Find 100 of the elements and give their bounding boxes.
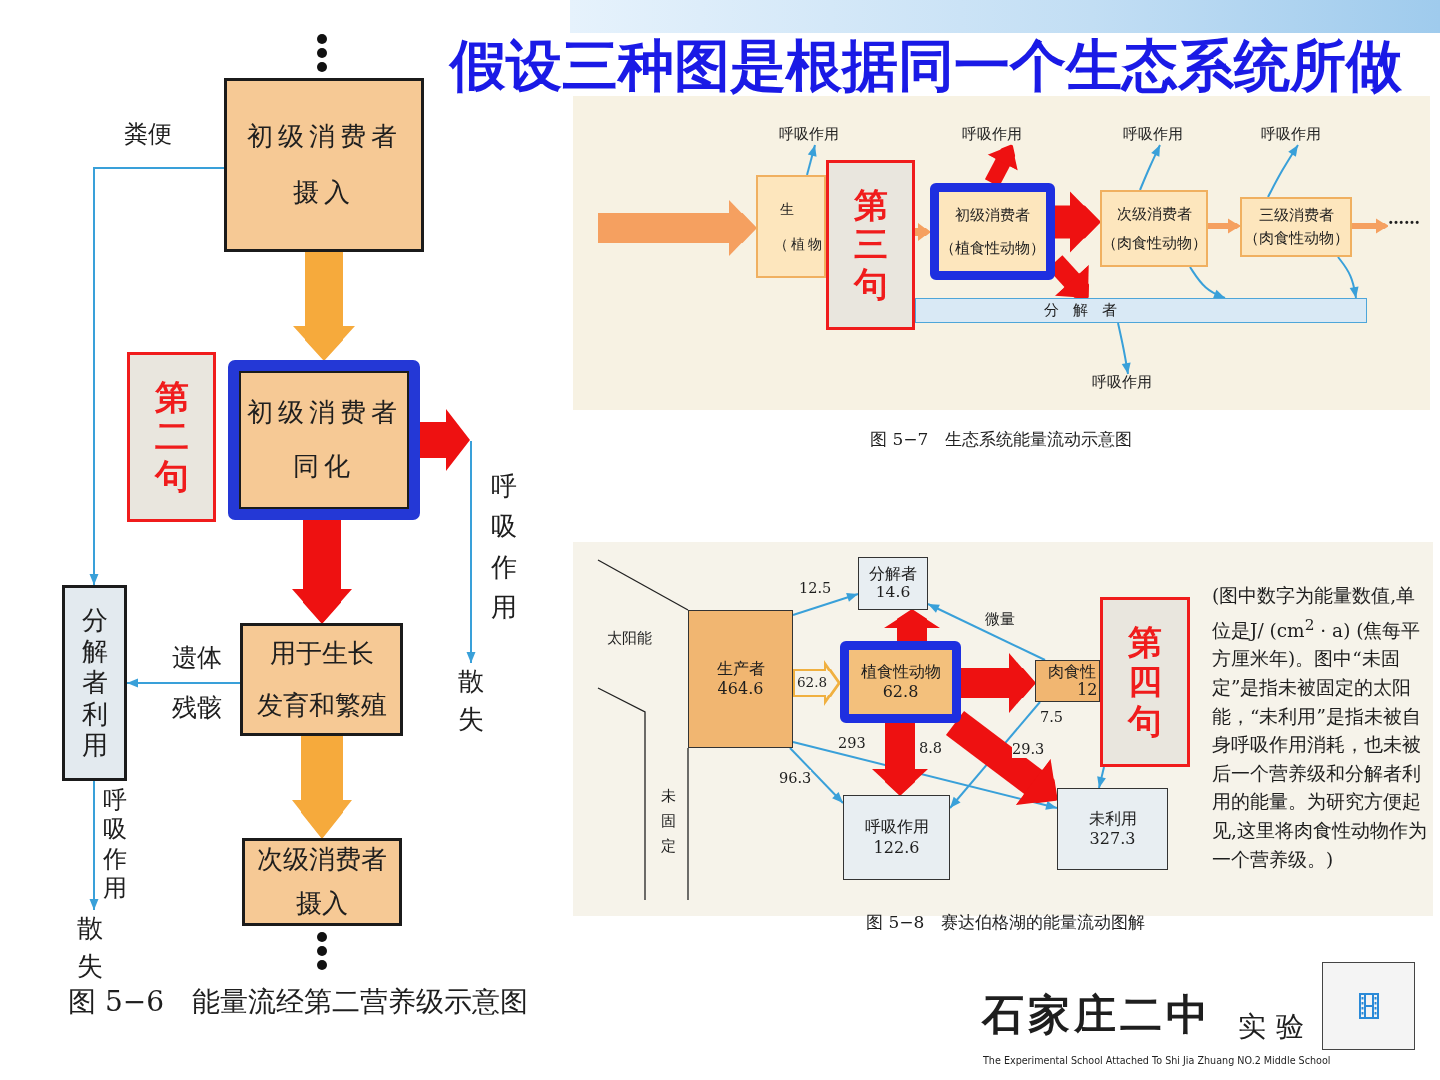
node-subtitle: （植物 [774, 235, 825, 252]
arrow [1337, 256, 1359, 299]
flow-arrow [915, 223, 930, 241]
node-title: 初级消费者 [246, 122, 402, 152]
process-box [224, 78, 424, 252]
annotation-box [826, 160, 915, 330]
energy-value: 14.6 [875, 583, 911, 602]
flow-arrow [884, 610, 940, 641]
school-name: 石家庄二中 [982, 990, 1212, 1041]
arrow [806, 144, 817, 176]
annotation-text: 第四句 [1128, 623, 1162, 741]
unfixed-energy-label: 未固定 [661, 786, 676, 857]
node-title: 呼吸作用 [864, 818, 929, 837]
node-subtitle: 同化 [293, 452, 355, 482]
node-title: 未利用 [1088, 809, 1137, 828]
respiration-label: 呼吸作用 [1123, 126, 1191, 145]
node-title: 三级消费者 [1258, 207, 1334, 224]
school-name: 实验 [1238, 1010, 1314, 1044]
ellipsis-text: …… [1388, 210, 1430, 230]
dissipation-label: 散失 [77, 910, 103, 986]
energy-value: 62.8 [882, 683, 919, 702]
flow-arrow [598, 200, 756, 256]
node-title: 分解者 [869, 565, 917, 584]
node-subtitle: 摄入 [293, 178, 355, 208]
arrow [789, 747, 844, 804]
flow-arrow [961, 653, 1035, 713]
node-title: 用于生长 [269, 638, 374, 669]
arrow [1097, 766, 1106, 789]
node-title: 肉食性 [1048, 662, 1096, 681]
node-subtitle: （肉食性动物） [1243, 230, 1349, 247]
edge-label: 遗体残骸 [172, 642, 222, 724]
node-subtitle: （植食性动物） [940, 239, 1045, 257]
edge-label: 粪便 [124, 121, 172, 149]
respiration-label: 呼吸作用 [1092, 374, 1160, 393]
annotation-text: 第二句 [154, 378, 189, 496]
energy-sink-box [843, 795, 950, 880]
node-subtitle: 摄入 [296, 889, 348, 919]
node-title: 植食性动物 [860, 662, 941, 681]
arrow [1267, 144, 1299, 198]
school-name-english: The Experimental School Attached To Shi Jia Zhuang NO.2 Middle School [983, 1055, 1331, 1067]
flow-arrow [872, 723, 928, 795]
note-text: (图中数字为能量数值,单位是J/ (cm$^{2}$ · a) (焦每平方厘米年)。图中“未固定”是指未被固定的太阳能，“未利用”是指未被自身呼吸作用消耗，也未被后一个营养级和分解者利用的能量。为研究方便起见,这里将肉食性动物作为一个营养级。) [1212, 584, 1428, 872]
arrow [89, 780, 99, 911]
edge-label: 29.3 [1012, 741, 1045, 758]
dissipation-label: 散失 [458, 663, 484, 739]
trophic-level-box [1035, 660, 1100, 702]
energy-value: 122.6 [873, 838, 920, 857]
arrow [466, 440, 476, 664]
arrow [1189, 266, 1226, 299]
highlighted-trophic-level-box [930, 183, 1055, 280]
figure-caption: 图 5−6 能量流经第二营养级示意图 [68, 985, 528, 1019]
flow-arrow [1055, 191, 1100, 253]
trophic-level-box [756, 175, 826, 278]
figure-caption: 图 5−7 生态系统能量流动示意图 [870, 429, 1133, 450]
node-title: 初级消费者 [955, 206, 1030, 224]
respiration-label: 呼吸作用 [1261, 126, 1329, 145]
highlighted-process-box [228, 360, 420, 520]
edge-label: 62.8 [797, 675, 828, 691]
highlighted-trophic-level-box [840, 641, 961, 723]
energy-value: 327.3 [1089, 830, 1136, 849]
decomposer-box [62, 585, 127, 781]
decomposer-band [915, 298, 1367, 323]
process-box [242, 838, 402, 926]
decomposer-label: 分解者利用 [81, 605, 108, 761]
energy-value: 464.6 [717, 680, 764, 699]
node-title: 次级消费者 [257, 845, 387, 875]
trophic-level-box [1240, 197, 1352, 257]
respiration-label: 呼吸作用 [779, 126, 847, 145]
annotation-text: 第三句 [853, 186, 888, 304]
energy-sink-box [1057, 788, 1168, 870]
flow-arrow [293, 252, 355, 360]
trophic-level-box [688, 610, 793, 748]
respiration-label: 呼吸作用 [962, 126, 1030, 145]
trophic-level-box [1100, 190, 1208, 267]
node-title: 生 [780, 201, 794, 218]
arrow [792, 593, 859, 616]
arrow [89, 167, 225, 586]
arrow [126, 678, 241, 688]
flow-arrow [1352, 218, 1388, 234]
flow-arrow [292, 736, 352, 838]
flow-arrow [292, 520, 352, 623]
flow-arrow [1208, 218, 1240, 234]
energy-sink-box [858, 557, 928, 610]
annotation-box [1100, 597, 1190, 767]
arrow [1117, 322, 1131, 375]
node-subtitle: （肉食性动物） [1101, 234, 1207, 252]
figure-caption: 图 5−8 赛达伯格湖的能量流动图解 [866, 912, 1146, 933]
annotation-box [127, 352, 216, 522]
edge-label: 微量 [985, 611, 1015, 629]
energy-source-label: 太阳能 [607, 629, 652, 647]
node-title: 生产者 [716, 659, 765, 678]
node-title: 次级消费者 [1116, 205, 1192, 223]
arrow [927, 603, 1046, 661]
slide-title: 假设三种图是根据同一个生态系统所做 [450, 35, 1402, 97]
node-title: 初级消费者 [246, 398, 402, 428]
energy-value: 12 [1077, 681, 1098, 700]
arrow [1139, 144, 1161, 191]
process-box [240, 623, 403, 736]
decomposer-label: 分解者 [1043, 301, 1131, 320]
node-subtitle: 发育和繁殖 [256, 690, 387, 721]
